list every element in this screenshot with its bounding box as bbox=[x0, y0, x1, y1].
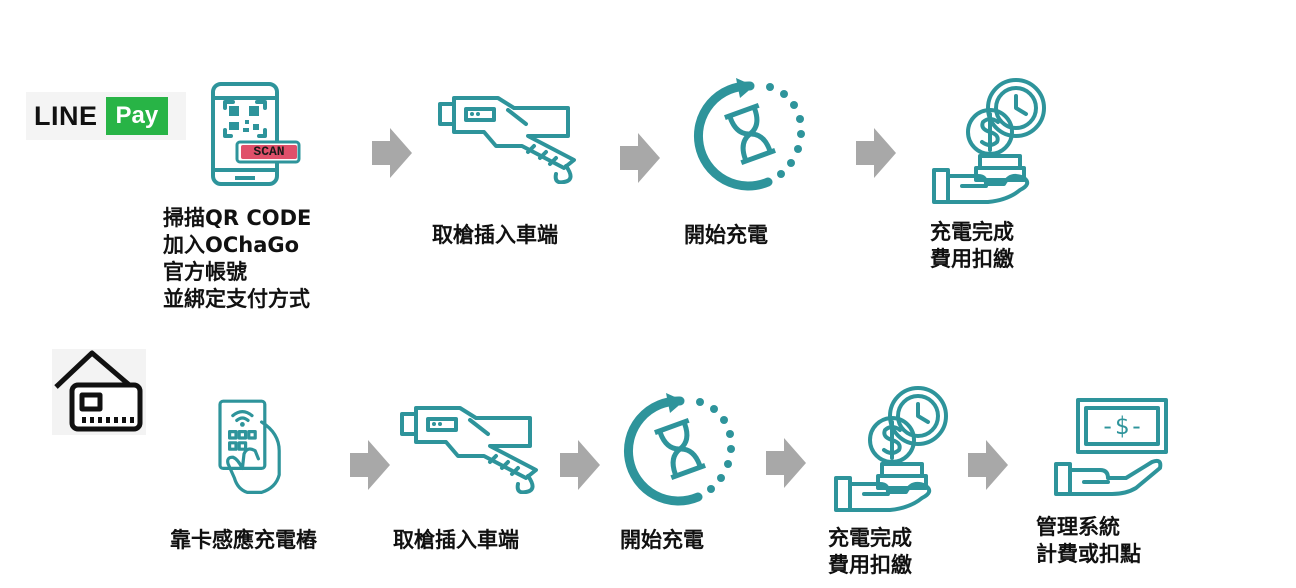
flow-arrow-icon bbox=[968, 440, 1008, 490]
linepay-logo: LINE Pay bbox=[26, 92, 186, 140]
flow-arrow-icon bbox=[560, 440, 600, 490]
step-label-start-charging: 開始充電 bbox=[620, 528, 704, 552]
flow-arrow-icon bbox=[766, 438, 806, 488]
charging-plug-icon bbox=[436, 94, 586, 184]
step-label-scan-qr: 掃描QR CODE 加入OChaGo 官方帳號 並綁定支付方式 bbox=[163, 206, 312, 311]
flow-arrow-icon bbox=[350, 440, 390, 490]
coins-clock-hand-icon bbox=[830, 384, 950, 514]
scan-badge-text: SCAN bbox=[253, 144, 285, 159]
banknote-hand-icon: -$- bbox=[1052, 398, 1172, 498]
phone-qr-scan-icon: SCAN bbox=[205, 80, 305, 190]
step-label-charge-complete: 充電完成 費用扣繳 bbox=[930, 220, 1014, 271]
step-label-billing: 管理系統 計費或扣點 bbox=[1036, 515, 1141, 566]
card-tap-icon bbox=[212, 398, 308, 502]
banknote-dollar-text: -$- bbox=[1100, 412, 1144, 440]
linepay-logo-pay: Pay bbox=[105, 97, 169, 135]
hourglass-cycle-icon bbox=[618, 389, 748, 509]
hourglass-cycle-icon bbox=[688, 74, 818, 194]
flow-arrow-icon bbox=[372, 128, 412, 178]
cards-icon bbox=[52, 349, 146, 435]
step-label-start-charging: 開始充電 bbox=[684, 223, 768, 247]
step-label-plug-in: 取槍插入車端 bbox=[393, 528, 519, 552]
step-label-charge-complete: 充電完成 費用扣繳 bbox=[828, 526, 912, 577]
linepay-logo-line: LINE bbox=[34, 100, 98, 131]
coins-clock-hand-icon bbox=[928, 76, 1048, 206]
charging-plug-icon bbox=[398, 404, 548, 494]
step-label-tap-card: 靠卡感應充電樁 bbox=[170, 528, 317, 552]
flow-arrow-icon bbox=[856, 128, 896, 178]
step-label-plug-in: 取槍插入車端 bbox=[432, 223, 558, 247]
flow-arrow-icon bbox=[620, 133, 660, 183]
